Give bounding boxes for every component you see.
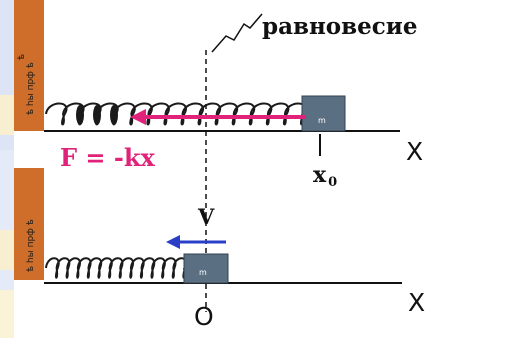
force-arrow	[130, 109, 306, 125]
axis-label-x-top: X	[406, 137, 424, 166]
wall-hatch-icon: ѣ һы прф ѣ	[14, 168, 44, 280]
svg-text:ѣ: ѣ	[17, 54, 27, 60]
svg-text:ѣ һы прф ѣ: ѣ һы прф ѣ	[26, 219, 36, 272]
axis-label-x-bottom: X	[408, 288, 426, 317]
velocity-arrow	[166, 235, 226, 249]
mass-block-top: m	[301, 95, 346, 132]
mass-block-bottom: m	[183, 253, 229, 284]
decorative-block	[0, 95, 14, 135]
equilibrium-label: равновесие	[262, 13, 418, 40]
velocity-label: V	[198, 204, 215, 229]
origin-label: O	[194, 302, 214, 331]
svg-text:m: m	[199, 268, 207, 277]
svg-text:ѣ һы прф ѣ: ѣ һы прф ѣ	[26, 62, 36, 115]
lightning-pointer-icon	[211, 13, 263, 53]
force-formula-label: F = -kx	[60, 143, 155, 172]
x0-main: x	[313, 162, 327, 188]
decorative-block	[0, 230, 14, 270]
wall-hatch-icon: ѣ һы прф ѣ ѣ	[14, 0, 44, 131]
spring-shadow-rings	[76, 105, 118, 125]
spring-coil-icon	[45, 102, 307, 126]
decorative-strip-lower	[0, 290, 14, 338]
svg-text:m: m	[318, 116, 326, 125]
x0-subscript: 0	[328, 175, 338, 190]
spring-coil-icon	[45, 257, 188, 279]
